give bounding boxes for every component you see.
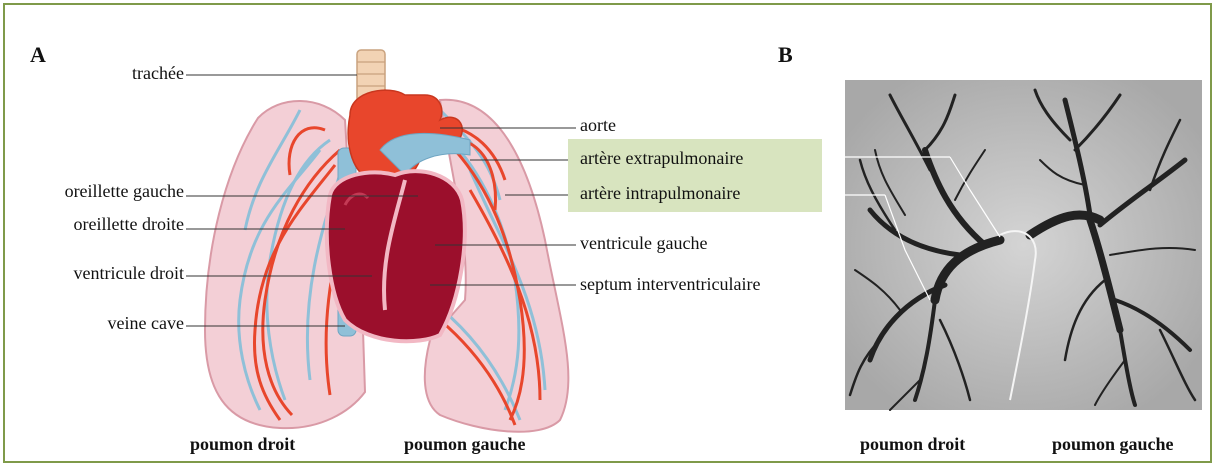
caption-b-right-lung: poumon droit xyxy=(860,434,965,455)
label-left-atrium: oreillette gauche xyxy=(65,181,184,201)
label-intrapulmonary-artery: artère intrapulmonaire xyxy=(580,183,740,203)
label-left-ventricle: ventricule gauche xyxy=(580,233,707,253)
heart-lung-illustration xyxy=(205,50,568,432)
label-septum: septum interventriculaire xyxy=(580,274,760,294)
label-aorta: aorte xyxy=(580,115,616,135)
caption-a-right-lung: poumon droit xyxy=(190,434,295,455)
label-trachea: trachée xyxy=(132,63,184,83)
caption-b-left-lung: poumon gauche xyxy=(1052,434,1174,455)
caption-a-left-lung: poumon gauche xyxy=(404,434,526,455)
label-right-ventricle: ventricule droit xyxy=(74,263,184,283)
panel-a-label: A xyxy=(30,42,46,68)
label-extrapulmonary-artery: artère extrapulmonaire xyxy=(580,148,743,168)
label-right-atrium: oreillette droite xyxy=(74,214,184,234)
panel-b-label: B xyxy=(778,42,793,68)
label-vena-cava: veine cave xyxy=(108,313,184,333)
heart-shape xyxy=(327,171,465,341)
angiogram-image xyxy=(845,80,1202,410)
